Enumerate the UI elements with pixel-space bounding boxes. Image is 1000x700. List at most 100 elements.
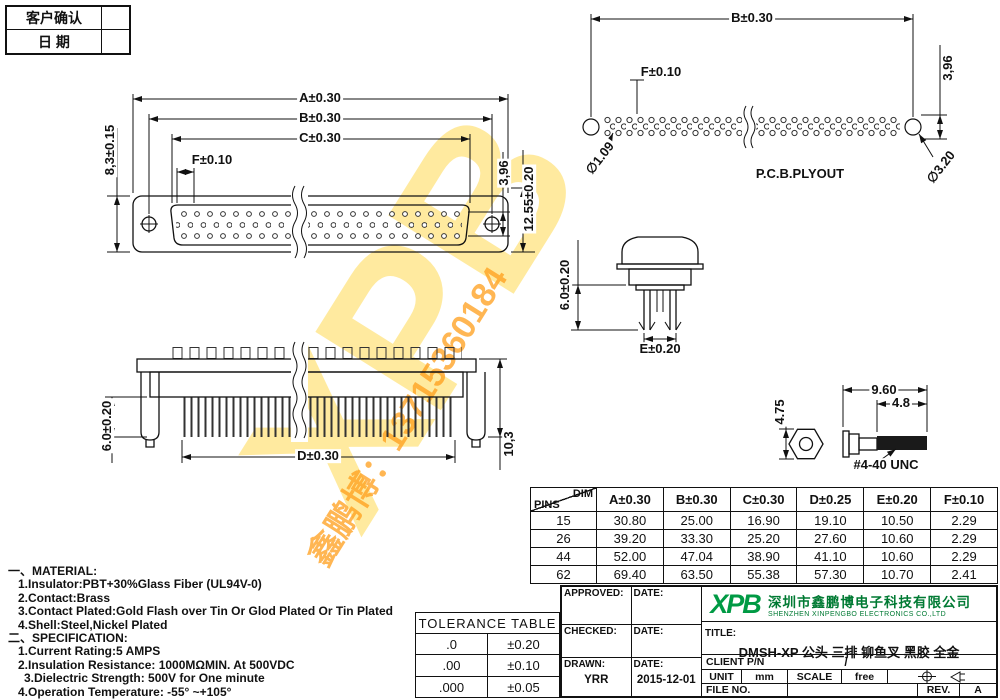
approved-label: APPROVED:	[564, 588, 624, 599]
dim-value-cell: 33.30	[662, 529, 731, 548]
spec-item: 2.Insulation Resistance: 1000MΩMIN. At 5…	[18, 657, 295, 672]
rev-label: REV.	[918, 684, 960, 696]
front-dim-a-label: A±0.30	[297, 90, 343, 106]
notes-block: 一、MATERIAL: 1.Insulator:PBT+30%Glass Fib…	[8, 564, 393, 699]
dim-value-cell: 2.41	[930, 565, 998, 584]
dim-value-cell: 19.10	[796, 511, 865, 530]
dim-header: A±0.30	[596, 487, 664, 512]
material-item: 1.Insulator:PBT+30%Glass Fiber (UL94V-0)	[18, 577, 262, 592]
dim-value-cell: 2.29	[930, 529, 998, 548]
material-heading: 一、MATERIAL:	[8, 564, 98, 578]
side-leg-length-label: 6.0±0.20	[557, 257, 573, 313]
tolerance-table-title: TOLERANCE TABLE	[416, 613, 559, 634]
rear-dim-d-label: D±0.30	[295, 448, 341, 464]
dim-value-cell: 27.60	[796, 529, 865, 548]
checked-label: CHECKED:	[564, 626, 617, 637]
drawn-date-cell: DATE: 2015-12-01	[632, 658, 702, 696]
dim-value-cell: 2.29	[930, 511, 998, 530]
dimension-table: DIM PINS A±0.30 B±0.30 C±0.30 D±0.25 E±0…	[530, 487, 998, 584]
corner-dim-label: DIM	[572, 488, 593, 500]
drawn-name: YRR	[584, 674, 609, 686]
checked-cell: CHECKED:	[562, 625, 632, 657]
dim-value-cell: 25.20	[729, 529, 798, 548]
rear-leg-length-label: 6.0±0.20	[99, 398, 115, 454]
confirm-label: 客户确认	[7, 7, 102, 29]
dim-table-row: 62 69.40 63.50 55.38 57.30 10.70 2.41	[530, 565, 998, 584]
dim-header: D±0.25	[796, 487, 865, 512]
unit-label: UNIT	[702, 670, 742, 683]
approved-cell: APPROVED:	[562, 587, 632, 624]
file-rev-row: FILE NO. REV. A	[702, 684, 996, 696]
dim-pins-corner-cell: DIM PINS	[530, 487, 597, 512]
date-label: DATE:	[633, 626, 664, 637]
title-label: TITLE:	[705, 628, 737, 639]
projection-symbols-cell	[888, 670, 996, 683]
pins-cell: 26	[530, 529, 597, 548]
company-title-area: XPB 深圳市鑫鹏博电子科技有限公司 SHENZHEN XINPENGBO EL…	[702, 587, 996, 696]
client-row: CLIENT P/N /	[702, 655, 996, 670]
rev-value: A	[974, 684, 982, 696]
spec-item: 1.Current Rating:5 AMPS	[18, 644, 161, 659]
tolerance-value: ±0.05	[507, 679, 540, 695]
client-pn-value: /	[844, 655, 848, 669]
front-dim-f-label: F±0.10	[189, 152, 235, 168]
tolerance-row: .0 ±0.20	[416, 634, 559, 656]
front-row-pitch-label: 3,96	[496, 158, 512, 188]
pcb-caption: P.C.B.PLYOUT	[755, 166, 845, 182]
tolerance-digits: .0	[416, 634, 488, 655]
pins-cell: 62	[530, 565, 597, 584]
file-no-label: FILE NO.	[702, 684, 788, 696]
front-dim-b-label: B±0.30	[297, 110, 343, 126]
dim-value-cell: 10.70	[863, 565, 932, 584]
checked-row: CHECKED: DATE:	[562, 625, 701, 658]
screw-thread-spec-label: #4-40 UNC	[851, 457, 921, 473]
date-blank-cell	[102, 30, 129, 53]
file-no-value	[788, 684, 918, 696]
unit-scale-row: UNIT mm SCALE free	[702, 670, 996, 684]
dim-value-cell: 16.90	[729, 511, 798, 530]
title-block: APPROVED: DATE: CHECKED: DATE: DRAWN: YR…	[560, 585, 998, 698]
datum-cone-symbol-icon	[950, 670, 965, 683]
dim-header: E±0.20	[863, 487, 932, 512]
pins-cell: 44	[530, 547, 597, 566]
signature-area: APPROVED: DATE: CHECKED: DATE: DRAWN: YR…	[562, 587, 702, 696]
client-pn-label: CLIENT P/N	[706, 656, 765, 668]
dim-value-cell: 55.38	[729, 565, 798, 584]
tolerance-table: TOLERANCE TABLE .0 ±0.20 .00 ±0.10 .000 …	[415, 612, 560, 698]
customer-confirm-table: 客户确认 日 期	[5, 5, 131, 55]
dim-value-cell: 41.10	[796, 547, 865, 566]
dim-table-header-row: DIM PINS A±0.30 B±0.30 C±0.30 D±0.25 E±0…	[530, 487, 998, 512]
pcb-dim-f-label: F±0.10	[638, 64, 684, 80]
front-shell-height-label: 8,3±0.15	[102, 122, 118, 178]
dim-value-cell: 2.29	[930, 547, 998, 566]
pcb-dim-b-label: B±0.30	[729, 10, 775, 26]
date-row: 日 期	[7, 30, 129, 53]
company-logo: XPB	[710, 588, 762, 619]
dim-value-cell: 30.80	[596, 511, 664, 530]
dim-header: C±0.30	[729, 487, 798, 512]
date-label: DATE:	[633, 659, 664, 670]
date-label: DATE:	[633, 588, 664, 599]
confirm-row: 客户确认	[7, 7, 129, 30]
dim-value-cell: 57.30	[796, 565, 865, 584]
projection-symbol-icon	[918, 670, 936, 683]
spec-item: 3.Dielectric Strength: 500V for One minu…	[24, 671, 265, 686]
tolerance-row: .00 ±0.10	[416, 655, 559, 677]
material-item: 3.Contact Plated:Gold Flash over Tin Or …	[18, 604, 393, 619]
side-dim-e-label: E±0.20	[637, 341, 683, 357]
pins-cell: 15	[530, 511, 597, 530]
company-name-cn: 深圳市鑫鹏博电子科技有限公司	[768, 594, 971, 610]
company-names: 深圳市鑫鹏博电子科技有限公司 SHENZHEN XINPENGBO ELECTR…	[768, 591, 971, 618]
drawn-label: DRAWN:	[564, 659, 606, 670]
scale-value: free	[842, 670, 888, 683]
screw-hex-label: 4.75	[772, 397, 788, 427]
company-row: XPB 深圳市鑫鹏博电子科技有限公司 SHENZHEN XINPENGBO EL…	[702, 587, 996, 622]
spec-heading: 二、SPECIFICATION:	[8, 631, 128, 646]
scale-label: SCALE	[788, 670, 842, 683]
dim-value-cell: 47.04	[662, 547, 731, 566]
material-item: 2.Contact:Brass	[18, 590, 111, 605]
checked-date-cell: DATE:	[632, 625, 702, 657]
pcb-row-pitch-label: 3,96	[940, 53, 956, 83]
dim-value-cell: 39.20	[596, 529, 664, 548]
